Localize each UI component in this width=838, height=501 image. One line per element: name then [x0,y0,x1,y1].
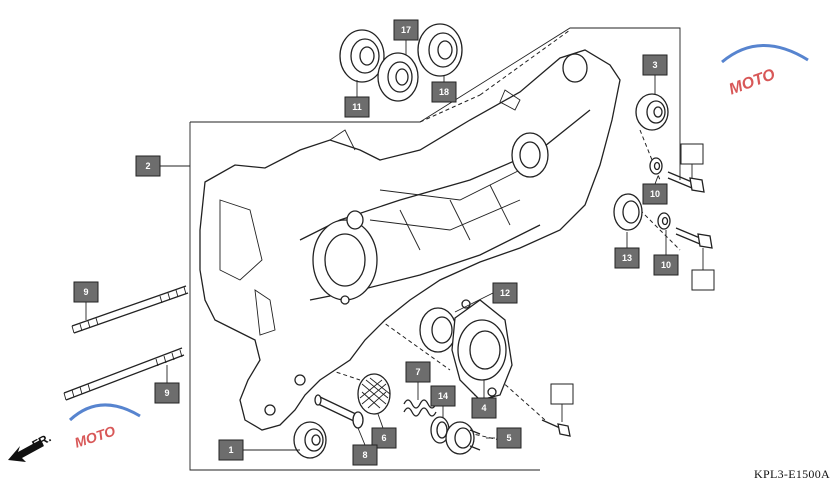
callout-10b: 10 [653,254,679,276]
bearing-11 [339,29,385,83]
callout-9b: 9 [154,382,180,404]
spring-7 [403,399,437,417]
svg-text:7: 7 [415,367,420,377]
seal-12 [419,307,457,353]
bearing-18 [417,23,463,77]
washer-10-upper [649,157,663,175]
callout-2: 2 [135,155,161,177]
callout-leaders [85,39,704,451]
empty-callout-upper-bolt [680,143,704,165]
svg-text:18: 18 [439,87,449,97]
callout-17: 17 [393,19,419,41]
callout-1: 1 [218,439,244,461]
bearing-17 [377,52,419,102]
svg-text:10: 10 [650,189,660,199]
callout-6: 6 [371,427,397,449]
drain-plug-5 [445,421,481,455]
svg-text:3: 3 [652,60,657,70]
callout-4: 4 [471,397,497,419]
svg-text:MOTO: MOTO [72,423,117,451]
svg-text:MOTO: MOTO [727,66,778,98]
svg-text:11: 11 [352,102,362,112]
svg-text:2: 2 [145,161,150,171]
svg-text:4: 4 [481,403,486,413]
watermark-logo-top: MOTO [721,44,809,98]
watermark-logo-bottom: MOTO [68,403,141,451]
svg-text:12: 12 [500,288,510,298]
svg-text:10: 10 [661,260,671,270]
flange-bolt-cover [541,419,571,437]
callout-9a: 9 [73,281,99,303]
bearing-1 [293,421,327,459]
oil-seal-13 [613,193,643,231]
callout-14: 14 [430,385,456,407]
stud-bolt-9-upper [71,285,189,334]
callout-10a: 10 [642,183,668,205]
svg-text:9: 9 [164,388,169,398]
callout-7: 7 [405,361,431,383]
svg-text:5: 5 [506,433,511,443]
stud-bolt-9-lower [63,347,185,401]
group-frame [160,27,681,471]
flange-bolt-upper [667,171,705,193]
svg-text:14: 14 [438,391,448,401]
washer-10-lower [657,212,671,230]
empty-callout-lower-bolt [691,269,715,291]
filter-cover-4 [451,299,513,401]
bearing-3 [635,93,669,131]
front-direction-arrow: FR. [8,430,53,462]
callout-13: 13 [614,247,640,269]
callout-3: 3 [642,54,668,76]
empty-callout-cover-bolt [550,383,574,405]
svg-text:17: 17 [401,25,411,35]
drawing-code: KPL3-E1500A [754,467,830,481]
svg-text:13: 13 [622,253,632,263]
shaft-8 [314,394,364,429]
callout-5: 5 [496,427,522,449]
svg-text:9: 9 [83,287,88,297]
svg-text:6: 6 [381,433,386,443]
callout-11: 11 [344,96,370,118]
flange-bolt-lower [675,227,713,249]
callout-12: 12 [492,282,518,304]
svg-text:1: 1 [228,445,233,455]
callout-8: 8 [352,444,378,466]
svg-text:8: 8 [362,450,367,460]
oil-strainer-6 [357,373,391,415]
callout-18: 18 [431,81,457,103]
crankcase-body [199,49,621,431]
